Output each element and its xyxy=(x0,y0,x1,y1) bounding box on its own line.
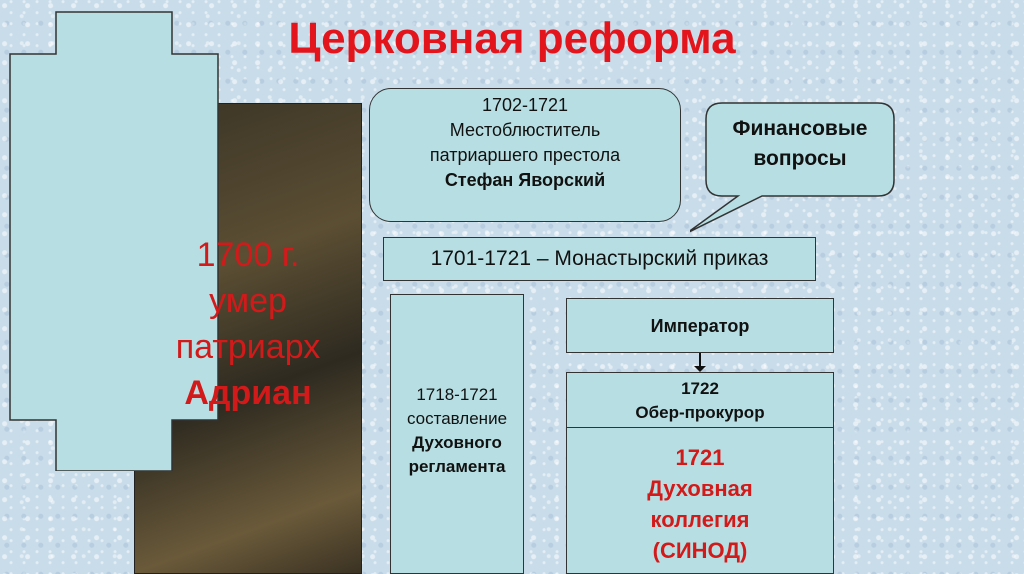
synod-line3: (СИНОД) xyxy=(652,538,748,563)
patriarch-year: 1700 г. xyxy=(196,236,300,274)
finance-line2: вопросы xyxy=(753,147,847,170)
synod-line2: коллегия xyxy=(650,507,750,532)
connector-line xyxy=(699,353,701,368)
locum-tenens-box: 1702-1721 Местоблюститель патриаршего пр… xyxy=(369,88,681,222)
reglament-line3: регламента xyxy=(408,457,506,476)
locum-years: 1702-1721 xyxy=(481,95,569,115)
page-title: Церковная реформа xyxy=(288,14,736,63)
finance-callout-bubble xyxy=(690,102,895,233)
locum-role-line2: патриаршего престола xyxy=(429,145,621,165)
reglament-years: 1718-1721 xyxy=(416,385,498,404)
finance-line1: Финансовые xyxy=(732,117,868,140)
ober-procurator-label: Обер-прокурор xyxy=(635,403,765,422)
monastery-prikaz-box: 1701-1721 – Монастырский приказ xyxy=(383,237,816,281)
reglament-line2: Духовного xyxy=(412,433,502,452)
cross-panel xyxy=(9,11,219,471)
patriarch-title: патриарх xyxy=(175,328,321,366)
arrow-down-icon xyxy=(694,366,706,372)
patriarch-name: Адриан xyxy=(184,374,312,412)
ober-procurator-year: 1722 xyxy=(681,379,719,398)
reglament-line1: составление xyxy=(406,409,508,428)
locum-role-line1: Местоблюститель xyxy=(449,120,601,140)
patriarch-death-text: 1700 г. умер патриарх Адриан xyxy=(134,232,362,416)
patriarch-died: умер xyxy=(209,282,287,320)
locum-name: Стефан Яворский xyxy=(444,170,606,190)
finance-text: Финансовые вопросы xyxy=(707,114,893,174)
ober-procurator-box: 1722 Обер-прокурор xyxy=(566,372,834,428)
spiritual-regulation-box: 1718-1721 составление Духовного регламен… xyxy=(390,294,524,574)
synod-year: 1721 xyxy=(675,445,725,470)
synod-line1: Духовная xyxy=(647,476,753,501)
synod-box: 1721 Духовная коллегия (СИНОД) xyxy=(566,427,834,574)
emperor-box: Император xyxy=(566,298,834,353)
